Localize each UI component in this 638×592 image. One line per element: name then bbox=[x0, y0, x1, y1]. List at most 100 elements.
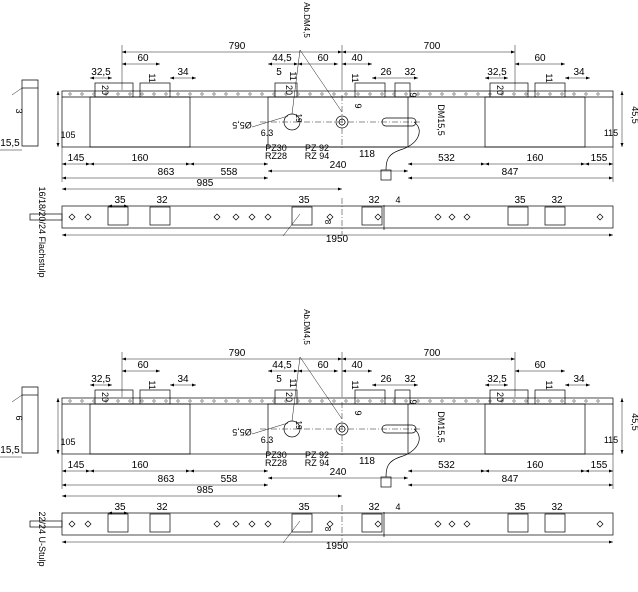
rivet-mark bbox=[548, 92, 552, 96]
left-gear-box bbox=[89, 96, 191, 148]
profile-label: 16/18/20/24 Flachstulp bbox=[37, 186, 47, 277]
dim-20: 20 bbox=[100, 392, 110, 402]
arrow-head bbox=[515, 62, 519, 66]
arrow-head bbox=[609, 233, 613, 237]
rivet-mark bbox=[320, 399, 324, 403]
dim-block-5: 32 bbox=[551, 195, 563, 206]
rivet-mark bbox=[416, 399, 420, 403]
arrow-head bbox=[90, 383, 94, 387]
dim-45-5: 45,5 bbox=[630, 413, 638, 431]
dim-block-3: 32 bbox=[368, 195, 380, 206]
arrow-head bbox=[334, 369, 338, 373]
dim-19: 19 bbox=[294, 421, 303, 430]
faceplate-block bbox=[291, 513, 313, 533]
leader-line bbox=[291, 356, 301, 422]
cyl-pz92: PZ 92 bbox=[305, 143, 329, 153]
screw-hole bbox=[463, 213, 471, 221]
dim-9: 9 bbox=[353, 103, 363, 108]
cable-connector bbox=[380, 169, 392, 181]
arrow-head bbox=[504, 383, 508, 387]
arrow-head bbox=[90, 469, 94, 473]
profile-offset-label: 3 bbox=[14, 108, 24, 113]
arrow-head bbox=[408, 176, 412, 180]
rivet-mark bbox=[440, 399, 444, 403]
rivet-mark bbox=[428, 399, 432, 403]
centre-block-b bbox=[354, 82, 386, 98]
dim-bottom-1: 160 bbox=[132, 153, 149, 164]
faceplate-block bbox=[507, 513, 529, 533]
rivet-mark bbox=[152, 399, 156, 403]
arrow-head bbox=[62, 469, 66, 473]
rivet-mark bbox=[584, 92, 588, 96]
dim-block-5: 32 bbox=[551, 502, 563, 513]
arrow-head bbox=[62, 187, 66, 191]
dim-20: 20 bbox=[100, 85, 110, 95]
dim-bottom-0: 145 bbox=[68, 153, 85, 164]
rivet-mark bbox=[140, 399, 144, 403]
centre-note: Ab.DM4,5 bbox=[302, 2, 311, 38]
dim-20: 20 bbox=[495, 392, 505, 402]
arrow-head bbox=[264, 469, 268, 473]
dim-32: 32 bbox=[404, 374, 416, 385]
arrow-head bbox=[342, 50, 346, 54]
rivet-mark bbox=[380, 92, 384, 96]
arrow-head bbox=[186, 469, 190, 473]
dim-847: 847 bbox=[502, 474, 519, 485]
arrow-head bbox=[485, 469, 489, 473]
faceplate-outline bbox=[61, 205, 614, 229]
arrow-head bbox=[86, 469, 90, 473]
rivet-mark bbox=[176, 92, 180, 96]
arrow-head bbox=[338, 50, 342, 54]
dim-bottom-3: 240 bbox=[330, 467, 347, 478]
dim-34-right: 34 bbox=[573, 67, 585, 78]
screw-hole bbox=[248, 520, 256, 528]
arrow-head bbox=[408, 469, 412, 473]
left-latch-block-a bbox=[94, 82, 134, 98]
arrow-head bbox=[609, 162, 613, 166]
dim-bottom-5: 532 bbox=[438, 460, 455, 471]
screw-hole bbox=[264, 213, 272, 221]
arrow-head bbox=[561, 62, 565, 66]
dim-115: 115 bbox=[604, 435, 618, 445]
dim-60-left: 60 bbox=[137, 53, 149, 64]
rivet-mark bbox=[452, 92, 456, 96]
arrow-head bbox=[56, 91, 60, 95]
arrow-head bbox=[108, 511, 112, 515]
arrow-head bbox=[190, 469, 194, 473]
arrow-head bbox=[268, 62, 272, 66]
rivet-mark bbox=[164, 92, 168, 96]
screw-hole bbox=[68, 520, 76, 528]
arrow-head bbox=[408, 162, 412, 166]
arrow-head bbox=[156, 369, 160, 373]
dim-32-5-right: 32,5 bbox=[487, 67, 507, 78]
profile-section: 615,522/24 U-Stulp bbox=[0, 386, 47, 567]
rivet-mark bbox=[140, 92, 144, 96]
screw-hole bbox=[326, 520, 334, 528]
arrow-head bbox=[192, 383, 196, 387]
dim-790: 790 bbox=[229, 41, 246, 52]
dim-790: 790 bbox=[229, 348, 246, 359]
cyl-rz94: RZ 94 bbox=[305, 458, 330, 468]
centre-block-c bbox=[394, 389, 411, 405]
arrow-head bbox=[264, 176, 268, 180]
rivet-mark bbox=[572, 92, 576, 96]
faceplate-block bbox=[361, 513, 383, 533]
centre-note: Ab.DM4,5 bbox=[302, 309, 311, 345]
profile-label: 22/24 U-Stulp bbox=[37, 511, 47, 566]
dim-26: 26 bbox=[380, 67, 392, 78]
dim-11: 11 bbox=[288, 71, 298, 80]
rivet-mark bbox=[524, 92, 528, 96]
rivet-mark bbox=[572, 399, 576, 403]
dim-863: 863 bbox=[158, 167, 175, 178]
dim-985: 985 bbox=[197, 485, 214, 496]
arrow-head bbox=[485, 76, 489, 80]
dim-bottom-0: 145 bbox=[68, 460, 85, 471]
screw-hole bbox=[596, 520, 604, 528]
arrow-head bbox=[294, 62, 298, 66]
left-latch-block-b bbox=[139, 389, 171, 405]
rivet-mark bbox=[68, 92, 72, 96]
profile-offset-label: 6 bbox=[14, 415, 24, 420]
arrow-head bbox=[342, 357, 346, 361]
arrow-head bbox=[62, 494, 66, 498]
